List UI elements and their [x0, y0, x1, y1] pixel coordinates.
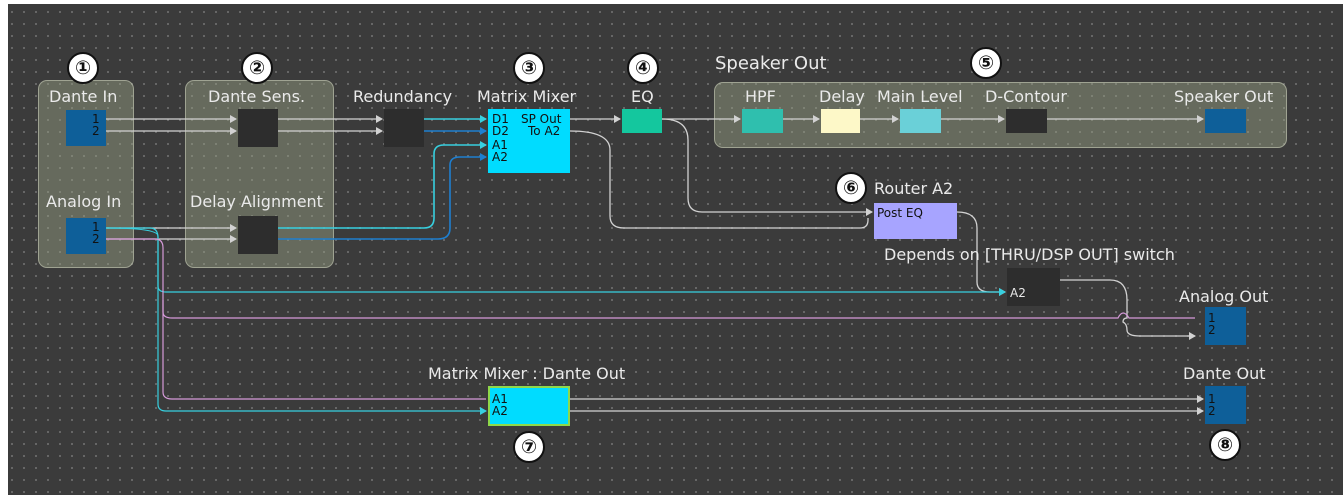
dante-out-port-1: 1 [1208, 392, 1216, 406]
badge-3: ③ [513, 52, 545, 84]
wires-redundancy-to-matrix [278, 115, 487, 240]
analog-out-port-1: 1 [1208, 311, 1216, 325]
label-switch-note: Depends on [THRU/DSP OUT] switch [884, 245, 1175, 264]
dante-out-port-2: 2 [1208, 404, 1216, 418]
matrix-in-a1: A1 [492, 138, 508, 152]
mm-dante-in-a2: A2 [492, 404, 508, 418]
analog-in-port-1: 1 [92, 220, 100, 234]
hpf-block[interactable] [742, 109, 783, 133]
badge-6: ⑥ [835, 172, 867, 204]
analog-out-port-2: 2 [1208, 323, 1216, 337]
delay-alignment-block[interactable] [238, 216, 278, 254]
analog-out-block[interactable] [1205, 307, 1246, 345]
mm-dante-in-a1: A1 [492, 392, 508, 406]
label-analog-out: Analog Out [1179, 287, 1269, 306]
badge-4: ④ [627, 52, 659, 84]
label-speaker-out-group: Speaker Out [715, 53, 827, 74]
label-dante-out: Dante Out [1183, 364, 1266, 383]
dante-in-port-2: 2 [92, 124, 100, 138]
dante-in-port-1: 1 [92, 112, 100, 126]
badge-8: ⑧ [1209, 429, 1241, 461]
analog-in-block[interactable] [66, 218, 106, 254]
badge-5: ⑤ [970, 47, 1002, 79]
label-analog-in: Analog In [46, 192, 122, 211]
label-speaker-out: Speaker Out [1174, 87, 1274, 106]
matrix-out-to-a2: To A2 [528, 124, 561, 138]
label-main-level: Main Level [877, 87, 963, 106]
label-delay-alignment: Delay Alignment [190, 192, 323, 211]
label-matrix-mixer-dante-out: Matrix Mixer : Dante Out [428, 364, 626, 383]
label-dante-sens: Dante Sens. [208, 87, 306, 106]
label-hpf: HPF [745, 87, 776, 106]
label-router-a2: Router A2 [874, 179, 954, 198]
dante-sens-block[interactable] [238, 109, 278, 147]
switch-in-a2: A2 [1010, 286, 1026, 300]
label-delay: Delay [819, 87, 865, 106]
matrix-mixer-block[interactable] [488, 109, 570, 173]
router-in-post-eq: Post EQ [877, 206, 923, 220]
router-a2-block[interactable] [874, 203, 957, 239]
dante-in-block[interactable] [66, 110, 106, 146]
badge-2: ② [241, 52, 273, 84]
matrix-in-d2: D2 [492, 124, 509, 138]
canvas-left-border [0, 0, 8, 495]
main-level-block[interactable] [900, 109, 941, 133]
speaker-out-block[interactable] [1205, 109, 1246, 133]
wires-analog-sends [105, 227, 1195, 415]
matrix-in-a2: A2 [492, 150, 508, 164]
canvas-top-border [0, 0, 1343, 4]
matrix-in-d1: D1 [492, 112, 509, 126]
badge-7: ⑦ [513, 431, 545, 463]
label-eq: EQ [631, 87, 654, 106]
matrix-out-sp-out: SP Out [521, 112, 562, 126]
label-dante-in: Dante In [49, 87, 118, 106]
label-matrix-mixer: Matrix Mixer [477, 87, 577, 106]
delay-block[interactable] [821, 109, 860, 133]
matrix-mixer-dante-out-block[interactable] [488, 386, 570, 426]
analog-in-port-2: 2 [92, 232, 100, 246]
wires-dante-path [106, 115, 1204, 415]
d-contour-block[interactable] [1006, 109, 1047, 133]
redundancy-block[interactable] [384, 109, 424, 147]
label-redundancy: Redundancy [353, 87, 453, 106]
dante-out-block[interactable] [1205, 386, 1246, 424]
badge-1: ① [67, 52, 99, 84]
thru-dsp-switch-block[interactable] [1007, 268, 1060, 306]
label-d-contour: D-Contour [985, 87, 1067, 106]
eq-block[interactable] [622, 109, 662, 133]
